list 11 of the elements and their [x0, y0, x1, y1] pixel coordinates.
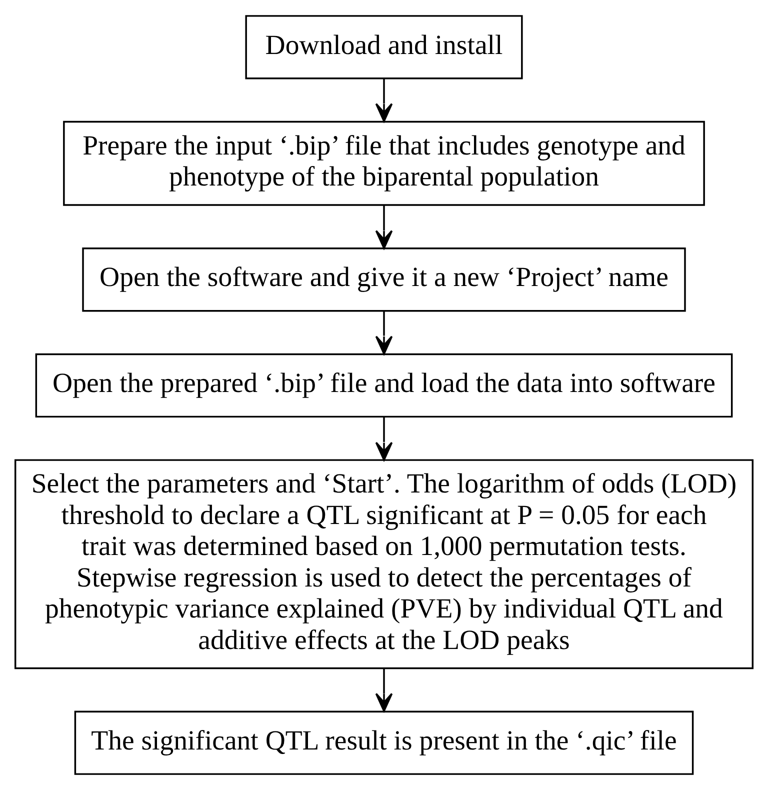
node-box: Select the parameters and ‘Start’. The logarithm of odds (LOD) threshold to declare a QTL significant at P = 0.05 for each trait was determined based on 1,000 permutation tests. Stepwise regression is used to detect the percentages of phenotypic variance explained (PVE) by individual QTL and additive effects at the LOD peaks — [14, 458, 754, 669]
arrow — [375, 78, 393, 122]
node-box: Open the software and give it a new ‘Project’ name — [82, 247, 686, 312]
node-box: Download and install — [245, 14, 523, 79]
arrow — [375, 668, 393, 712]
arrow — [375, 310, 393, 354]
arrow — [375, 204, 393, 249]
node-box: Prepare the input ‘.bip’ file that includes genotype and phenotype of the biparental population — [63, 120, 705, 206]
arrow — [375, 416, 393, 460]
node-box: Open the prepared ‘.bip’ file and load the data into software — [35, 352, 733, 418]
node-box: The significant QTL result is present in the ‘.qic’ file — [74, 710, 694, 774]
